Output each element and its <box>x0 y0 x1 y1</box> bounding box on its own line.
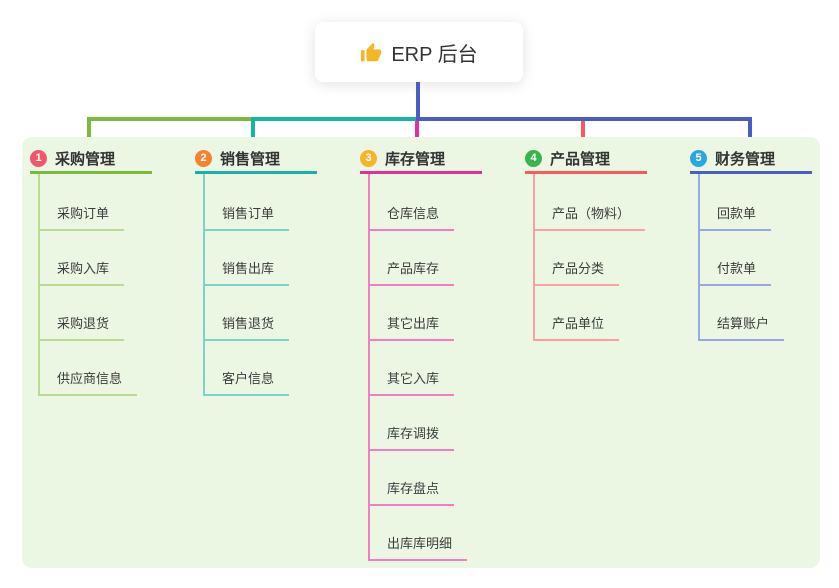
branch-node-sales[interactable]: 2 销售管理 <box>195 147 345 169</box>
child-node[interactable]: 销售订单 <box>203 205 290 231</box>
branch-connector-line <box>698 174 700 340</box>
numbered-badge: 4 <box>525 149 542 167</box>
root-node-label: ERP 后台 <box>391 43 478 66</box>
branch-underline <box>525 171 647 174</box>
connector-drop-branch3 <box>415 121 419 145</box>
branch-underline <box>360 171 482 174</box>
branch-underline <box>30 171 152 174</box>
numbered-badge: 5 <box>690 149 707 167</box>
branch-label: 财务管理 <box>715 150 776 168</box>
numbered-badge: 3 <box>360 149 377 167</box>
branch-label: 产品管理 <box>550 150 611 168</box>
branch-label: 库存管理 <box>385 150 446 168</box>
connector-bus-green <box>87 117 253 121</box>
branch-underline <box>195 171 317 174</box>
child-node[interactable]: 库存调拨 <box>368 425 455 451</box>
branch-connector-line <box>533 174 535 340</box>
branch-connector-line <box>368 174 370 560</box>
child-node[interactable]: 其它出库 <box>368 315 455 341</box>
child-node[interactable]: 结算账户 <box>698 315 785 341</box>
child-node[interactable]: 产品单位 <box>533 315 620 341</box>
child-node[interactable]: 采购退货 <box>38 315 125 341</box>
child-node[interactable]: 采购入库 <box>38 260 125 286</box>
connector-drop-branch2 <box>251 117 255 145</box>
branch-node-product[interactable]: 4 产品管理 <box>525 147 675 169</box>
child-node[interactable]: 产品库存 <box>368 260 455 286</box>
child-node[interactable]: 供应商信息 <box>38 370 138 396</box>
child-node[interactable]: 其它入库 <box>368 370 455 396</box>
child-node[interactable]: 出库库明细 <box>368 535 468 561</box>
child-node[interactable]: 销售退货 <box>203 315 290 341</box>
connector-bus-teal <box>253 117 417 121</box>
child-node[interactable]: 产品（物料） <box>533 205 646 231</box>
thumbs-up-icon <box>361 42 382 62</box>
child-node[interactable]: 仓库信息 <box>368 205 455 231</box>
connector-drop-branch4 <box>581 121 585 145</box>
child-node[interactable]: 回款单 <box>698 205 772 231</box>
child-node[interactable]: 产品分类 <box>533 260 620 286</box>
connector-bus-blue <box>417 117 752 121</box>
child-node[interactable]: 客户信息 <box>203 370 290 396</box>
branch-underline <box>690 171 812 174</box>
branch-label: 采购管理 <box>55 150 116 168</box>
child-node[interactable]: 付款单 <box>698 260 772 286</box>
connector-drop-branch1 <box>87 117 91 145</box>
branch-node-purchase[interactable]: 1 采购管理 <box>30 147 180 169</box>
root-node-erp[interactable]: ERP 后台 <box>315 22 523 82</box>
branch-node-finance[interactable]: 5 财务管理 <box>690 147 839 169</box>
connector-drop-branch5 <box>748 117 752 146</box>
branch-label: 销售管理 <box>220 150 281 168</box>
numbered-badge: 2 <box>195 149 212 167</box>
child-node[interactable]: 采购订单 <box>38 205 125 231</box>
branches-panel <box>22 137 820 568</box>
numbered-badge: 1 <box>30 149 47 167</box>
child-node[interactable]: 销售出库 <box>203 260 290 286</box>
connector-root-stem <box>416 82 420 121</box>
branch-node-inventory[interactable]: 3 库存管理 <box>360 147 510 169</box>
child-node[interactable]: 库存盘点 <box>368 480 455 506</box>
